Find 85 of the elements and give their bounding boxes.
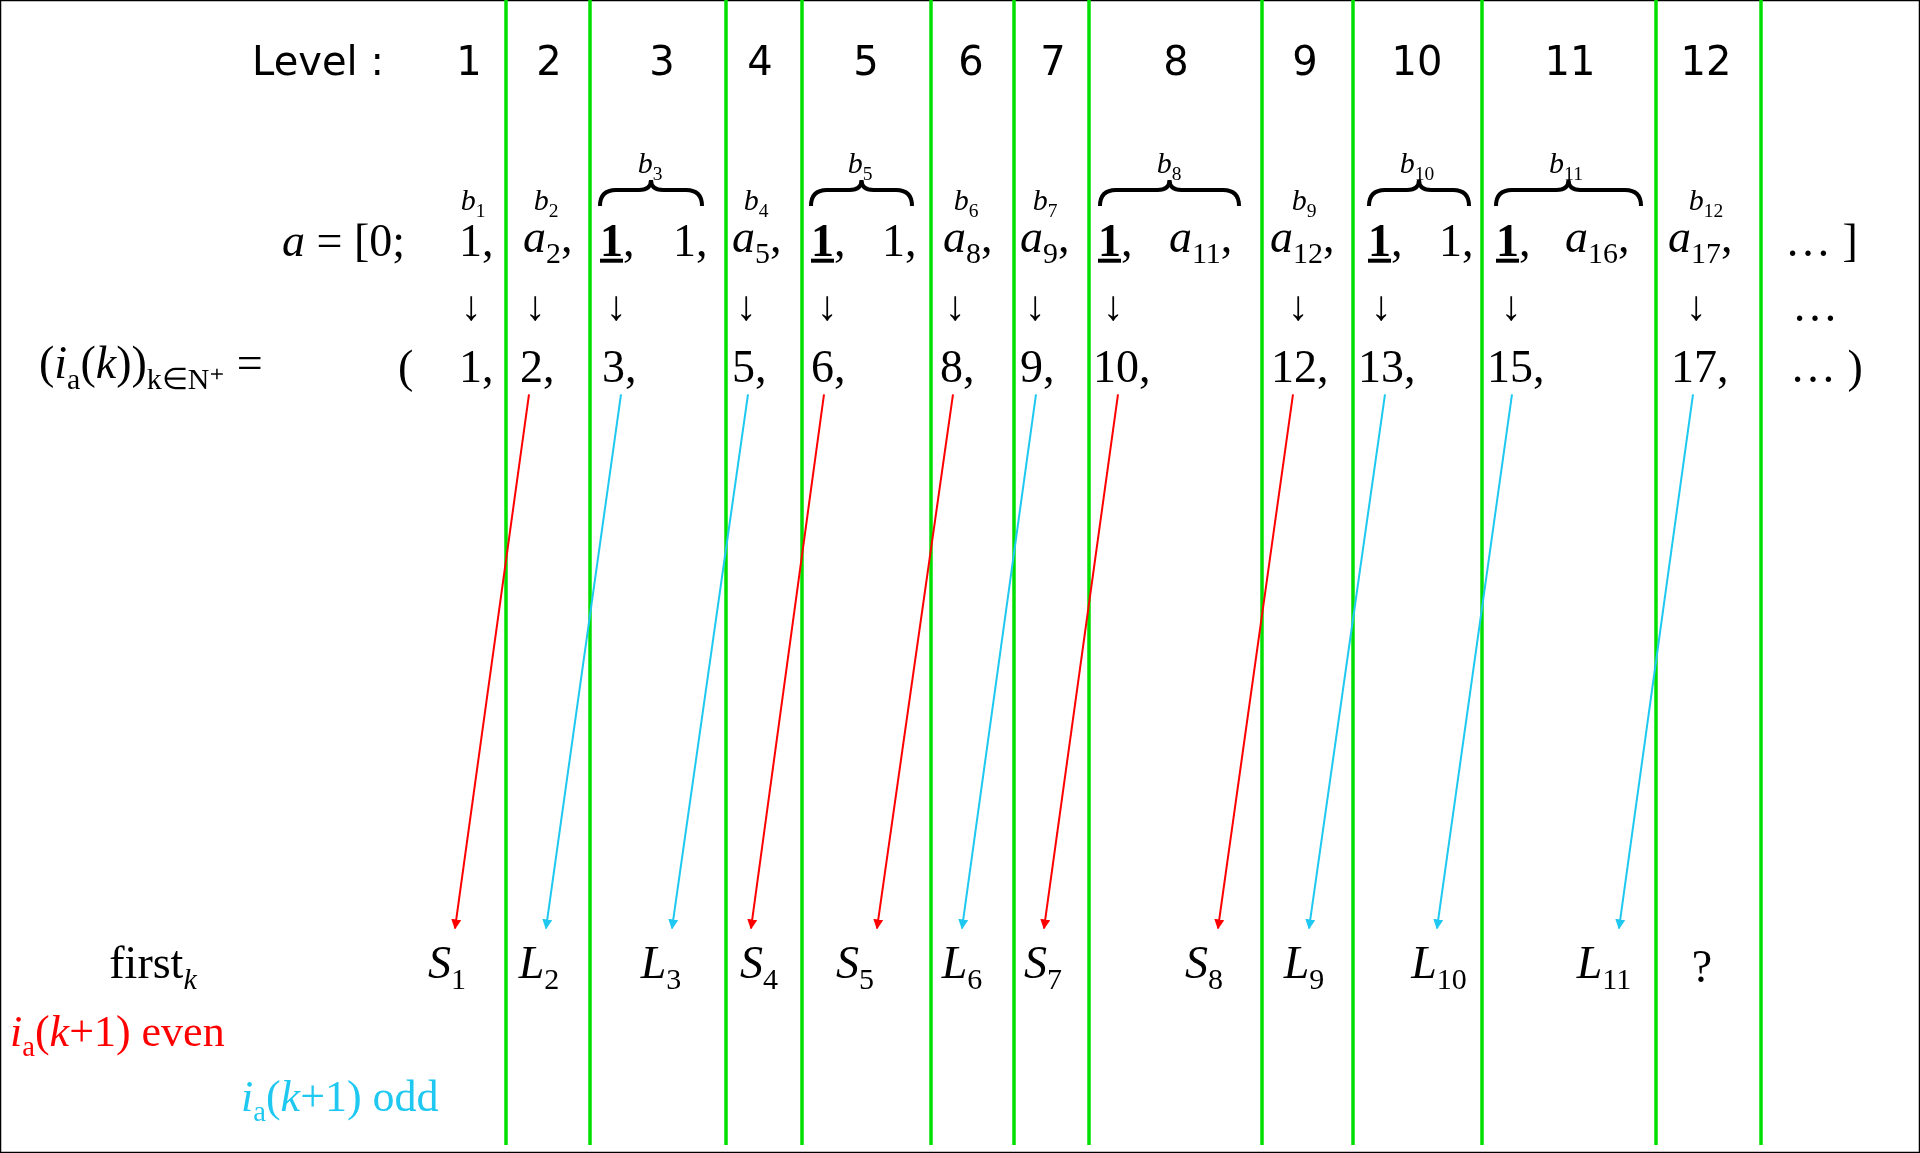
- level-number: 6: [958, 39, 984, 83]
- type-symbol: S$_{1}$: [428, 940, 466, 994]
- mapping-arrow: [958, 393, 1037, 930]
- sequence-term: 1,: [811, 215, 846, 267]
- level-number: 4: [747, 39, 773, 83]
- sequence-term: … ]: [1785, 215, 1858, 267]
- sequence-term: a$_{11}$,: [1169, 212, 1233, 270]
- legend-text: i$_{a}$(k+1) even: [10, 1007, 225, 1063]
- mapping-arrow: ↓: [1102, 282, 1124, 330]
- mapping-arrow: ↓: [1685, 282, 1707, 330]
- mapping-arrow: [668, 393, 749, 930]
- mapping-arrow: [1040, 393, 1119, 930]
- sequence-term: 1,: [673, 215, 708, 267]
- mapping-arrow: ↓: [944, 282, 966, 330]
- type-symbol: S$_{5}$: [836, 940, 874, 994]
- level-number: 10: [1391, 39, 1443, 83]
- index-value: 17,: [1671, 341, 1729, 393]
- mapping-arrow: [873, 393, 954, 930]
- sequence-term: 1,: [600, 215, 635, 267]
- level-number: 12: [1680, 39, 1732, 83]
- mapping-arrow: [1433, 393, 1513, 930]
- mapping-arrow: [451, 393, 530, 930]
- mapping-arrow: [1305, 393, 1386, 930]
- index-value: 8,: [940, 341, 975, 393]
- index-value: 9,: [1020, 341, 1055, 393]
- index-value: 13,: [1358, 341, 1416, 393]
- type-symbol: L$_{3}$: [640, 940, 682, 994]
- index-value: 6,: [811, 341, 846, 393]
- sequence-term: 1,: [459, 341, 494, 393]
- type-symbol: L$_{2}$: [518, 940, 560, 994]
- sequence-term: 1,: [1368, 215, 1403, 267]
- block-label: b$_{1}$: [460, 182, 486, 222]
- type-symbol: L$_{10}$: [1411, 940, 1467, 994]
- formula-text: a = [0;: [282, 215, 406, 267]
- block-label: b$_{11}$: [1549, 145, 1583, 185]
- index-value: 10,: [1093, 341, 1151, 393]
- legend-text: i$_{a}$(k+1) odd: [241, 1072, 439, 1128]
- mapping-arrow: [1214, 393, 1294, 930]
- formula-text: (i$_{a}$(k))$_{k∈N⁺}$ =: [39, 338, 263, 396]
- sequence-term: 1,: [882, 215, 917, 267]
- index-value: 12,: [1271, 341, 1329, 393]
- mapping-arrow: [542, 393, 622, 930]
- block-label: b$_{3}$: [637, 145, 663, 185]
- sequence-term: 1,: [1098, 215, 1133, 267]
- level-number: 7: [1040, 39, 1066, 83]
- mapping-arrow: [747, 393, 825, 930]
- block-label: b$_{8}$: [1156, 145, 1182, 185]
- type-symbol: L$_{11}$: [1576, 940, 1632, 994]
- mapping-arrow: [1615, 393, 1694, 930]
- mapping-arrow: ↓: [605, 282, 627, 330]
- level-number: 3: [649, 39, 675, 83]
- block-label: b$_{10}$: [1399, 145, 1435, 185]
- mapping-arrow: ↓: [816, 282, 838, 330]
- level-heading: Level :: [252, 39, 384, 83]
- sequence-term: 1,: [1496, 215, 1531, 267]
- sequence-term: … ): [1790, 341, 1863, 393]
- mapping-arrow: ↓: [524, 282, 546, 330]
- type-symbol: S$_{8}$: [1185, 940, 1223, 994]
- sequence-term: 1,: [1439, 215, 1474, 267]
- mapping-arrow: ↓: [460, 282, 482, 330]
- mapping-arrow: ↓: [735, 282, 757, 330]
- level-number: 5: [853, 39, 879, 83]
- level-number: 11: [1544, 39, 1596, 83]
- mapping-arrow: ↓: [1287, 282, 1309, 330]
- type-symbol: S$_{7}$: [1024, 940, 1062, 994]
- row-label: first$_{k}$: [109, 940, 197, 994]
- block-label: b$_{5}$: [847, 145, 873, 185]
- level-number: 2: [536, 39, 562, 83]
- ellipsis-text: …: [1792, 280, 1838, 332]
- sequence-term: a$_{16}$,: [1565, 212, 1630, 270]
- index-value: 3,: [602, 341, 637, 393]
- mapping-arrow: ↓: [1024, 282, 1046, 330]
- index-value: 5,: [732, 341, 767, 393]
- type-symbol: L$_{9}$: [1283, 940, 1325, 994]
- parenthesis-text: (: [398, 341, 414, 393]
- type-symbol: L$_{6}$: [941, 940, 983, 994]
- level-number: 8: [1163, 39, 1189, 83]
- level-number: 9: [1292, 39, 1318, 83]
- unknown-mark: ?: [1691, 944, 1713, 990]
- mapping-arrow: ↓: [1500, 282, 1522, 330]
- index-value: 2,: [520, 341, 555, 393]
- level-number: 1: [456, 39, 482, 83]
- mapping-arrow: ↓: [1370, 282, 1392, 330]
- type-symbol: S$_{4}$: [740, 940, 778, 994]
- index-value: 15,: [1487, 341, 1545, 393]
